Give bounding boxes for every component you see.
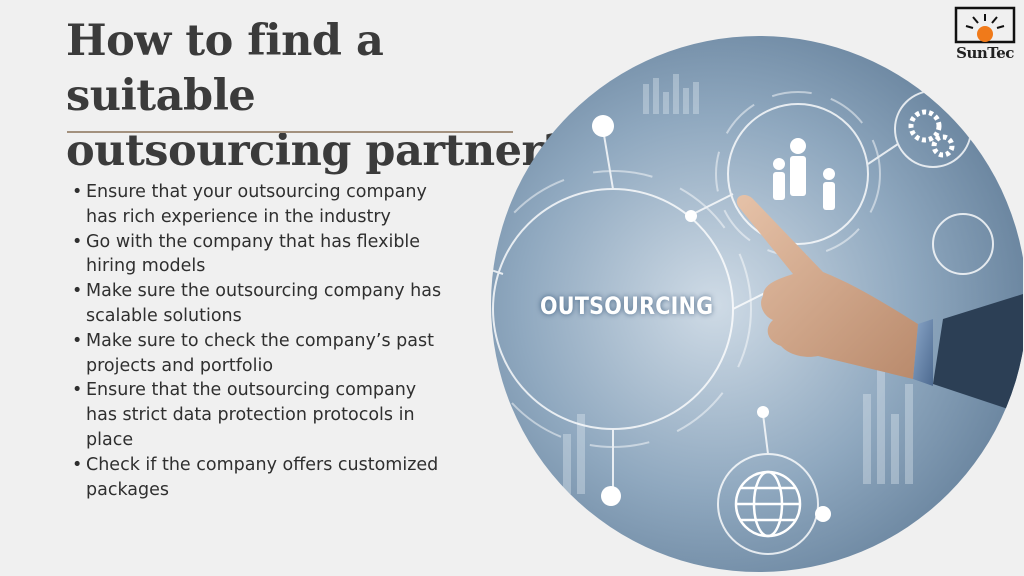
outsourcing-label: OUTSOURCING <box>540 292 714 320</box>
brand-name: SunTec <box>956 44 1014 62</box>
globe-icon <box>734 470 802 538</box>
bullet-item: Go with the company that has flexible hi… <box>72 230 452 280</box>
sun-logo-icon <box>954 6 1016 44</box>
hero-image <box>491 36 1023 572</box>
bullet-item: Ensure that your outsourcing company has… <box>72 180 452 230</box>
hand-pointer <box>736 195 1023 414</box>
bullet-item: Make sure the outsourcing company has sc… <box>72 279 452 329</box>
people-icon <box>773 138 835 210</box>
brand-logo: SunTec <box>952 6 1018 64</box>
title-divider <box>67 131 513 133</box>
slide-title: How to find a suitable outsourcing partn… <box>66 14 586 179</box>
bullet-item: Ensure that the outsourcing company has … <box>72 378 452 452</box>
title-line-1: How to find a suitable <box>66 16 384 121</box>
gear-icon <box>908 109 955 158</box>
bullet-item: Check if the company offers customized p… <box>72 453 452 503</box>
bullet-list: Ensure that your outsourcing company has… <box>72 180 452 502</box>
bullet-item: Make sure to check the company’s past pr… <box>72 329 452 379</box>
title-line-2: outsourcing partner? <box>66 126 569 176</box>
